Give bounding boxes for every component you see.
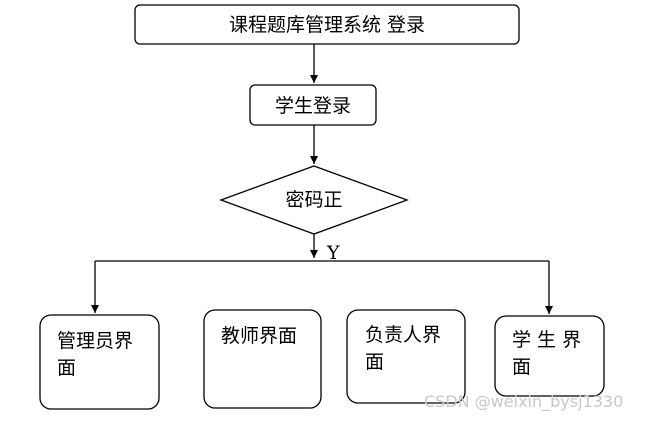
admin-interface-label-line1: 管理员界 <box>57 330 133 352</box>
manager-interface-node: 负责人界 面 <box>346 309 466 404</box>
manager-interface-label-line2: 面 <box>365 351 384 373</box>
student-interface-node: 学 生 界 面 <box>494 315 605 397</box>
system-login-label: 课程题库管理系统 登录 <box>229 14 425 36</box>
student-login-label: 学生登录 <box>275 95 351 117</box>
yes-branch-label: Y <box>326 242 340 264</box>
student-interface-label-line2: 面 <box>512 356 531 378</box>
student-login-node: 学生登录 <box>249 84 377 126</box>
password-check-decision: 密码正 <box>219 165 409 235</box>
decision-label: 密码正 <box>285 189 342 211</box>
teacher-interface-label: 教师界面 <box>221 325 297 347</box>
csdn-watermark: CSDN @weixin_bysj1330 <box>424 392 623 412</box>
teacher-interface-node: 教师界面 <box>203 309 322 409</box>
admin-interface-label-line2: 面 <box>57 357 76 379</box>
student-interface-label-line1: 学 生 界 <box>512 329 581 351</box>
admin-interface-node: 管理员界 面 <box>39 314 160 410</box>
system-login-node: 课程题库管理系统 登录 <box>134 4 520 45</box>
manager-interface-label-line1: 负责人界 <box>365 324 441 346</box>
